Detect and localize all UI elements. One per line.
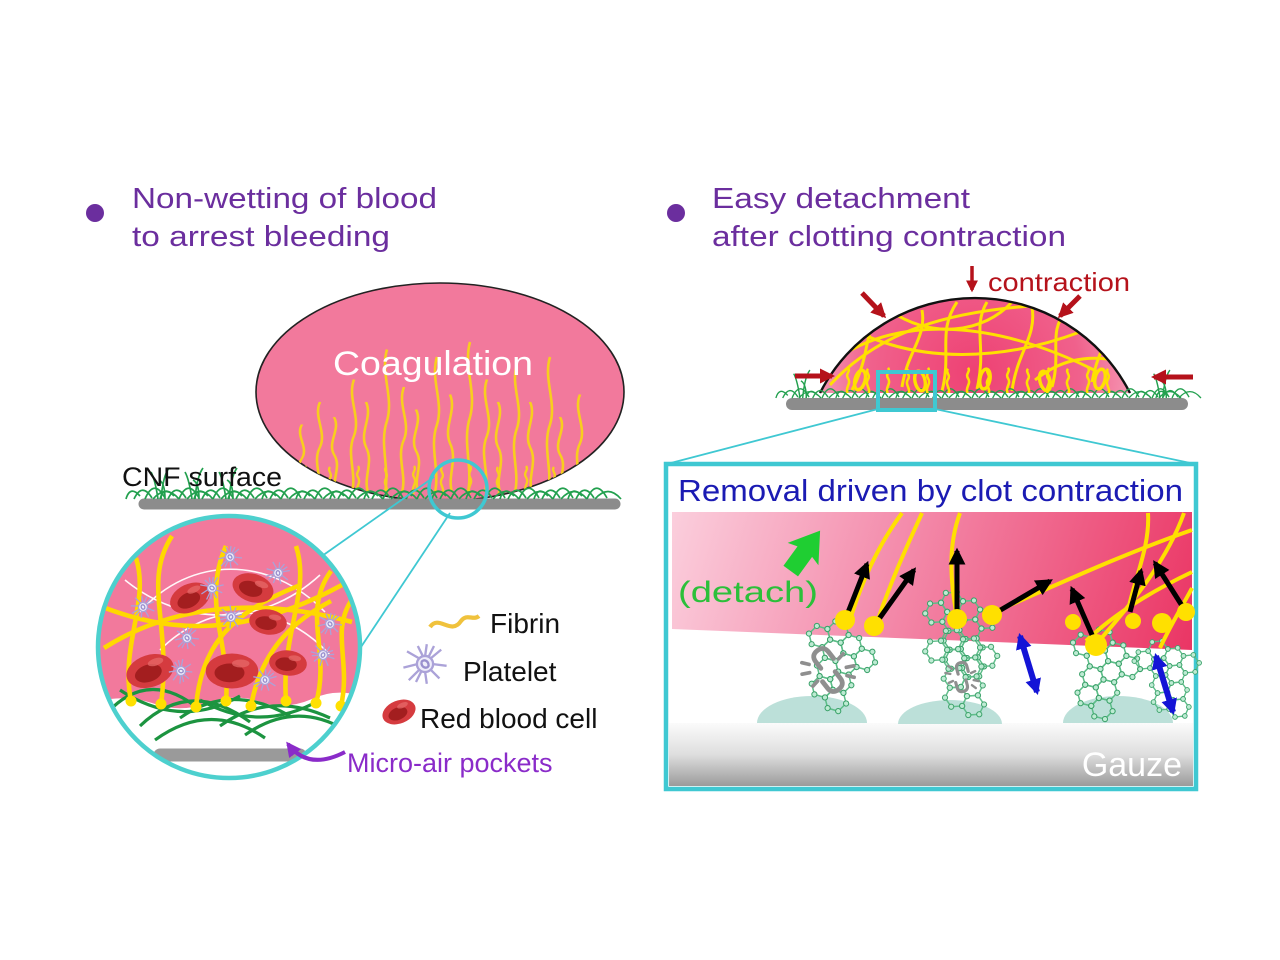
callout-line-4 [934, 408, 1196, 465]
magnifier-circle-small [427, 458, 489, 520]
legend-fibrin-label: Fibrin [490, 608, 560, 639]
pull-arrows [842, 547, 1189, 645]
magnifier-circle-large [95, 513, 363, 781]
gauze-label: Gauze [1082, 746, 1182, 784]
legend-micro-air-label: Micro-air pockets [347, 748, 553, 778]
coagulation-label: Coagulation [333, 345, 533, 383]
callout-line-1 [321, 476, 435, 557]
right-panel: Easy detachment after clotting contracti… [663, 183, 1207, 792]
contraction-arrows [795, 266, 1193, 385]
fibrin-anchor-dots [125, 695, 347, 713]
legend: Fibrin Platelet Red blood cell Micro-air… [286, 608, 597, 778]
right-header-line2: after clotting contraction [712, 221, 1066, 253]
bullet-icon [667, 204, 685, 222]
left-header-line2: to arrest bleeding [132, 221, 390, 253]
zoom-rect-marker [876, 370, 937, 412]
gauze-layer [669, 723, 1193, 786]
bullet-icon [86, 204, 104, 222]
fibrin-network-lens [99, 534, 358, 708]
left-panel: Non-wetting of blood to arrest bleeding [86, 183, 625, 781]
removal-inset: Removal driven by clot contraction (deta… [663, 461, 1207, 792]
contracted-clot [818, 296, 1132, 394]
contraction-label: contraction [988, 267, 1130, 297]
legend-platelet-label: Platelet [463, 656, 557, 687]
coagulation-blob: Coagulation [255, 282, 625, 502]
right-header-line1: Easy detachment [712, 183, 970, 215]
cnf-surface-label: CNF surface [122, 462, 282, 492]
anchor-mounds [757, 696, 1173, 724]
platelet-icon [402, 643, 448, 685]
legend-rbc-label: Red blood cell [420, 703, 597, 734]
micro-air-arrow [286, 741, 346, 762]
stretch-arrows [1016, 632, 1177, 716]
magnified-clot-view [95, 513, 363, 781]
left-header-line1: Non-wetting of blood [132, 183, 437, 215]
callout-line-3 [666, 408, 879, 465]
inset-title: Removal driven by clot contraction [678, 473, 1183, 508]
red-blood-cell-icon [378, 694, 420, 730]
fibrin-strand-icon [428, 614, 481, 629]
inset-fibrin-dots [835, 603, 1195, 656]
callout-line-2 [358, 512, 451, 651]
detach-label: (detach) [678, 576, 818, 609]
